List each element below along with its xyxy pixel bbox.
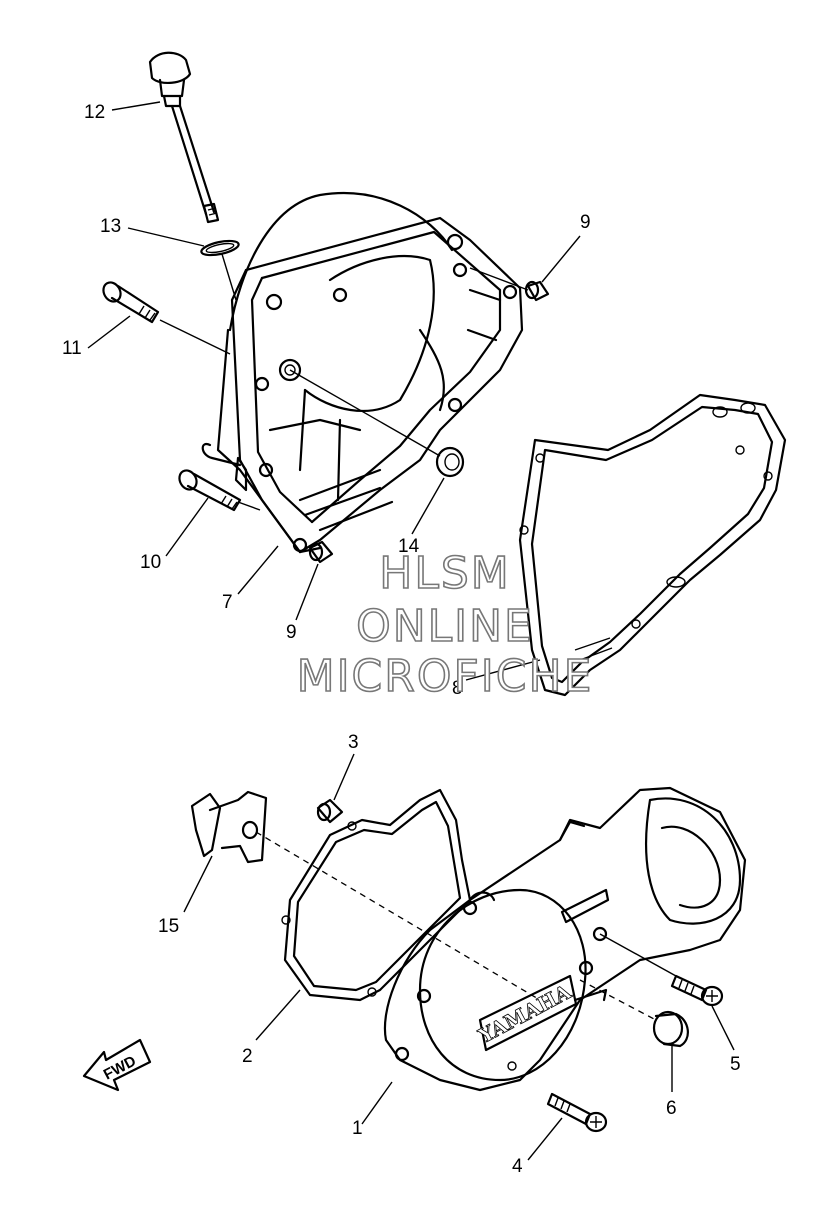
callout-15: 15 [158, 916, 179, 937]
callout-7: 7 [222, 592, 233, 613]
callout-2: 2 [242, 1046, 253, 1067]
dipstick-part [148, 51, 220, 224]
gasket-8-part [518, 393, 787, 697]
callout-10: 10 [140, 552, 161, 573]
callout-3: 3 [348, 732, 359, 753]
watermark-line-1: HLSM [378, 548, 511, 599]
o-ring-part [200, 239, 240, 257]
callout-9-upper: 9 [580, 212, 591, 233]
callout-6: 6 [666, 1098, 677, 1119]
alignment-line [237, 501, 261, 511]
callout-13: 13 [100, 216, 121, 237]
leader-lines [87, 101, 735, 1161]
callout-12: 12 [84, 102, 105, 123]
forward-arrow: FWD [82, 1038, 152, 1092]
dowel-pin-9b-part [308, 540, 334, 564]
gasket-2-part [281, 788, 472, 1002]
alignment-line [579, 979, 657, 1021]
callout-11: 11 [62, 338, 82, 359]
bracket-part [190, 790, 268, 864]
bolt-11-part [102, 281, 160, 324]
callout-14: 14 [398, 536, 420, 557]
screw-5-part [670, 974, 724, 1007]
cover-logo-text: YAMAHA [474, 979, 575, 1048]
forward-arrow-label: FWD [101, 1052, 139, 1083]
dowel-3-part [316, 798, 344, 824]
alignment-line [159, 319, 231, 355]
screw-4-part [546, 1092, 608, 1133]
watermark-line-3: MICROFICHE [296, 651, 594, 702]
watermark-line-2: ONLINE [355, 601, 534, 652]
alignment-line [599, 933, 677, 977]
oil-seal-part [435, 446, 465, 478]
outer-cover-part [383, 786, 747, 1092]
dowel-pin-9a-part [524, 280, 550, 302]
alignment-line [469, 267, 529, 291]
callout-4: 4 [512, 1156, 523, 1177]
crankcase-cover-part [201, 191, 524, 554]
callout-9-lower: 9 [286, 622, 297, 643]
callout-5: 5 [730, 1054, 741, 1075]
alignment-line [221, 253, 237, 301]
callout-8: 8 [452, 678, 463, 699]
bolt-10-part [178, 469, 242, 512]
callout-1: 1 [352, 1118, 363, 1139]
alignment-line [289, 369, 441, 457]
plug-part [652, 1010, 689, 1048]
